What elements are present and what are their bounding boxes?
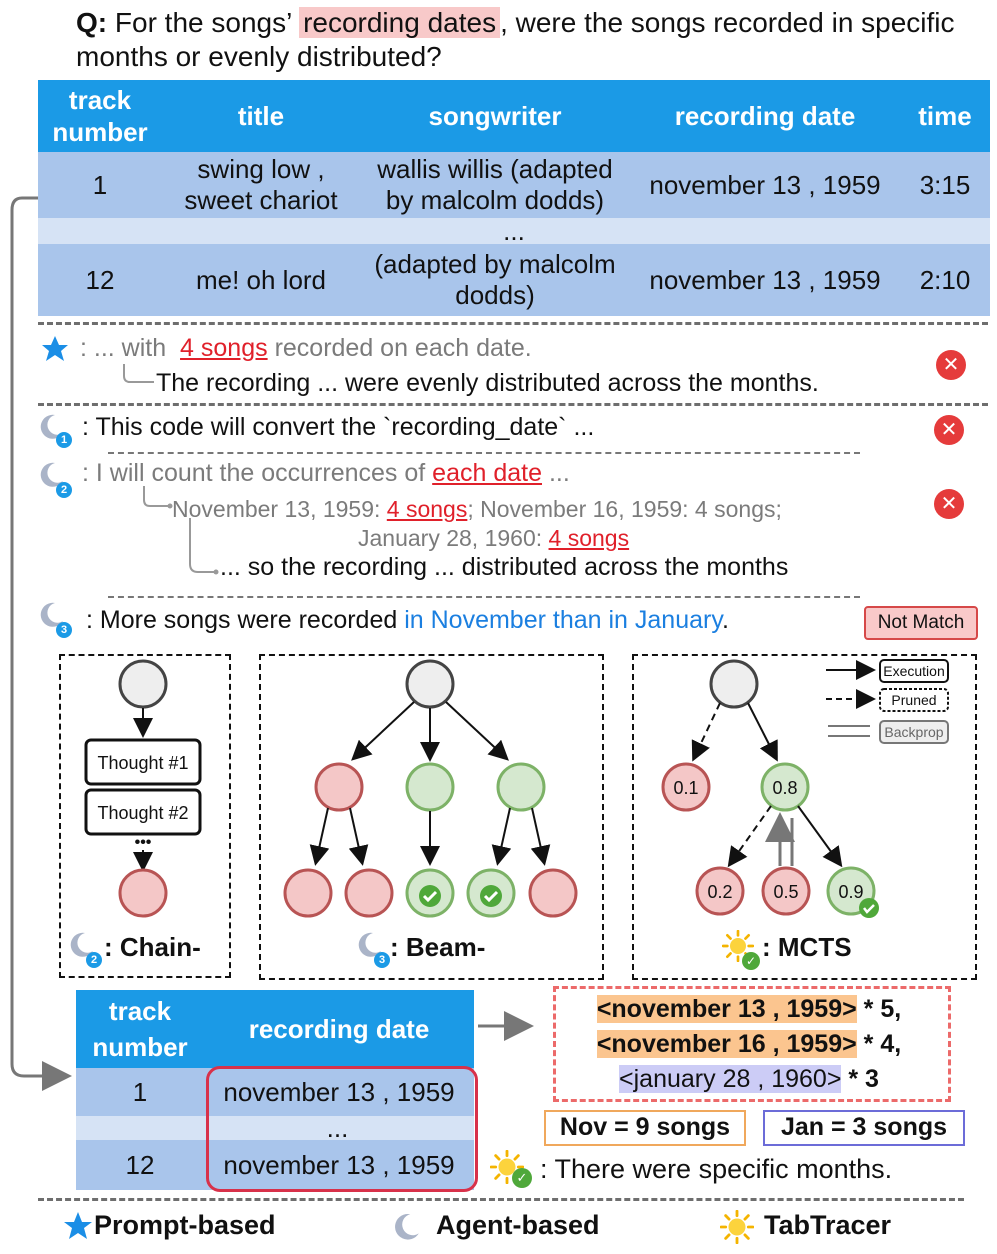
cell: 1 xyxy=(76,1068,204,1116)
chain-dots: ••• xyxy=(134,834,152,851)
agent2-counts-2: January 28, 1960: 4 songs xyxy=(358,525,630,551)
ellipsis: ... xyxy=(76,1115,474,1141)
connector xyxy=(123,364,154,383)
prompt-reasoning: : ... with 4 songs recorded on each date… xyxy=(80,334,532,362)
ellipsis: ... xyxy=(38,218,990,244)
cell: november 13 , 1959 xyxy=(630,152,900,218)
question-prefix: Q: xyxy=(76,7,108,38)
legend-backprop: Backprop xyxy=(884,724,944,740)
beam-label: : Beam- xyxy=(390,932,486,962)
count-line-1: <november 13 , 1959> * 5, xyxy=(596,995,902,1023)
cell: november 13 , 1959 xyxy=(204,1068,474,1116)
thought-2: Thought #2 xyxy=(97,803,189,823)
legend-agent-based: Agent-based xyxy=(436,1210,600,1240)
chain-box xyxy=(59,654,231,978)
chain-label: : Chain- xyxy=(104,932,201,962)
table-row: 1 swing low , sweet chariot wallis willi… xyxy=(38,152,990,218)
ellipsis-row: ... xyxy=(38,218,990,244)
count-line-3: <january 28 , 1960> * 3 xyxy=(619,1065,879,1093)
top-table: track number title songwriter recording … xyxy=(38,80,990,316)
col-recording-date: recording date xyxy=(204,990,474,1068)
agent-number-badge: 1 xyxy=(56,432,72,448)
cell: (adapted by malcolm dodds) xyxy=(360,244,630,316)
legend-tabtracer: TabTracer xyxy=(764,1210,892,1240)
agent-number-badge: 2 xyxy=(56,482,72,498)
check-icon: ✓ xyxy=(742,952,760,970)
prompt-conclusion: The recording ... were evenly distribute… xyxy=(156,369,819,397)
wrong-icon: ✕ xyxy=(936,350,966,380)
thought-1: Thought #1 xyxy=(97,753,189,773)
legend-execution: Execution xyxy=(883,663,945,679)
count-line-2: <november 16 , 1959> * 4, xyxy=(596,1030,902,1058)
col-title: title xyxy=(162,80,360,152)
check-icon: ✓ xyxy=(512,1168,532,1188)
mcts-value: 0.5 xyxy=(773,882,799,902)
col-track-number: track number xyxy=(38,80,162,152)
mcts-value: 0.8 xyxy=(772,778,798,798)
mcts-value: 0.9 xyxy=(838,882,864,902)
table-row: 12 november 13 , 1959 xyxy=(76,1140,474,1190)
beam-box xyxy=(259,654,604,980)
cell: 2:10 xyxy=(900,244,990,316)
agent-number-badge: 2 xyxy=(86,952,102,968)
mcts-value: 0.1 xyxy=(673,778,699,798)
col-songwriter: songwriter xyxy=(360,80,630,152)
connector xyxy=(143,486,219,575)
cell: wallis willis (adapted by malcolm dodds) xyxy=(360,152,630,218)
col-track-number: track number xyxy=(76,990,204,1068)
cell: november 13 , 1959 xyxy=(630,244,900,316)
bottom-table: track number recording date 1 november 1… xyxy=(76,990,474,1190)
agent2-counts-1: November 13, 1959: 4 songs; November 16,… xyxy=(172,496,782,522)
question-highlight: recording dates xyxy=(299,7,501,38)
agent2-reasoning: : I will count the occurrences of each d… xyxy=(82,459,570,487)
agent1-text: : This code will convert the `recording_… xyxy=(82,413,595,441)
final-answer: : There were specific months. xyxy=(540,1154,893,1184)
divider xyxy=(108,596,860,598)
question: Q: For the songs’ recording dates, were … xyxy=(76,6,976,74)
not-match-badge: Not Match xyxy=(864,606,978,640)
agent2-conclusion: ... so the recording ... distributed acr… xyxy=(220,553,789,581)
ellipsis-row: ... xyxy=(76,1115,474,1141)
question-text-a: For the songs’ xyxy=(114,7,292,38)
sun-icon xyxy=(720,1210,754,1249)
cell: 1 xyxy=(38,152,162,218)
wrong-icon: ✕ xyxy=(934,415,964,445)
col-recording-date: recording date xyxy=(630,80,900,152)
divider xyxy=(38,322,988,325)
agent3-text: : More songs were recorded in November t… xyxy=(86,606,729,634)
legend-pruned: Pruned xyxy=(891,692,937,708)
counts-box xyxy=(553,986,951,1102)
table-row: 1 november 13 , 1959 xyxy=(76,1068,474,1116)
moon-icon xyxy=(390,1211,422,1248)
cell: me! oh lord xyxy=(162,244,360,316)
cell: 12 xyxy=(38,244,162,316)
divider xyxy=(38,1198,964,1201)
date-column-highlight xyxy=(206,1066,478,1192)
cell: 3:15 xyxy=(900,152,990,218)
nov-summary: Nov = 9 songs xyxy=(544,1110,746,1146)
star-icon xyxy=(42,336,68,361)
legend-prompt-based: Prompt-based xyxy=(94,1210,276,1240)
mcts-value: 0.2 xyxy=(707,882,733,902)
table-row: 12 me! oh lord (adapted by malcolm dodds… xyxy=(38,244,990,316)
jan-summary: Jan = 3 songs xyxy=(763,1110,965,1146)
question-text-b: , were the songs recorded in specific mo… xyxy=(76,7,955,72)
agent-number-badge: 3 xyxy=(56,622,72,638)
mcts-label: : MCTS xyxy=(762,932,852,962)
wrong-icon: ✕ xyxy=(934,489,964,519)
cell: 12 xyxy=(76,1140,204,1190)
divider xyxy=(108,452,860,454)
star-icon xyxy=(64,1212,92,1239)
divider xyxy=(38,403,988,406)
agent-number-badge: 3 xyxy=(374,952,390,968)
col-time: time xyxy=(900,80,990,152)
cell: swing low , sweet chariot xyxy=(162,152,360,218)
cell: november 13 , 1959 xyxy=(204,1140,474,1190)
mcts-box xyxy=(632,654,977,980)
